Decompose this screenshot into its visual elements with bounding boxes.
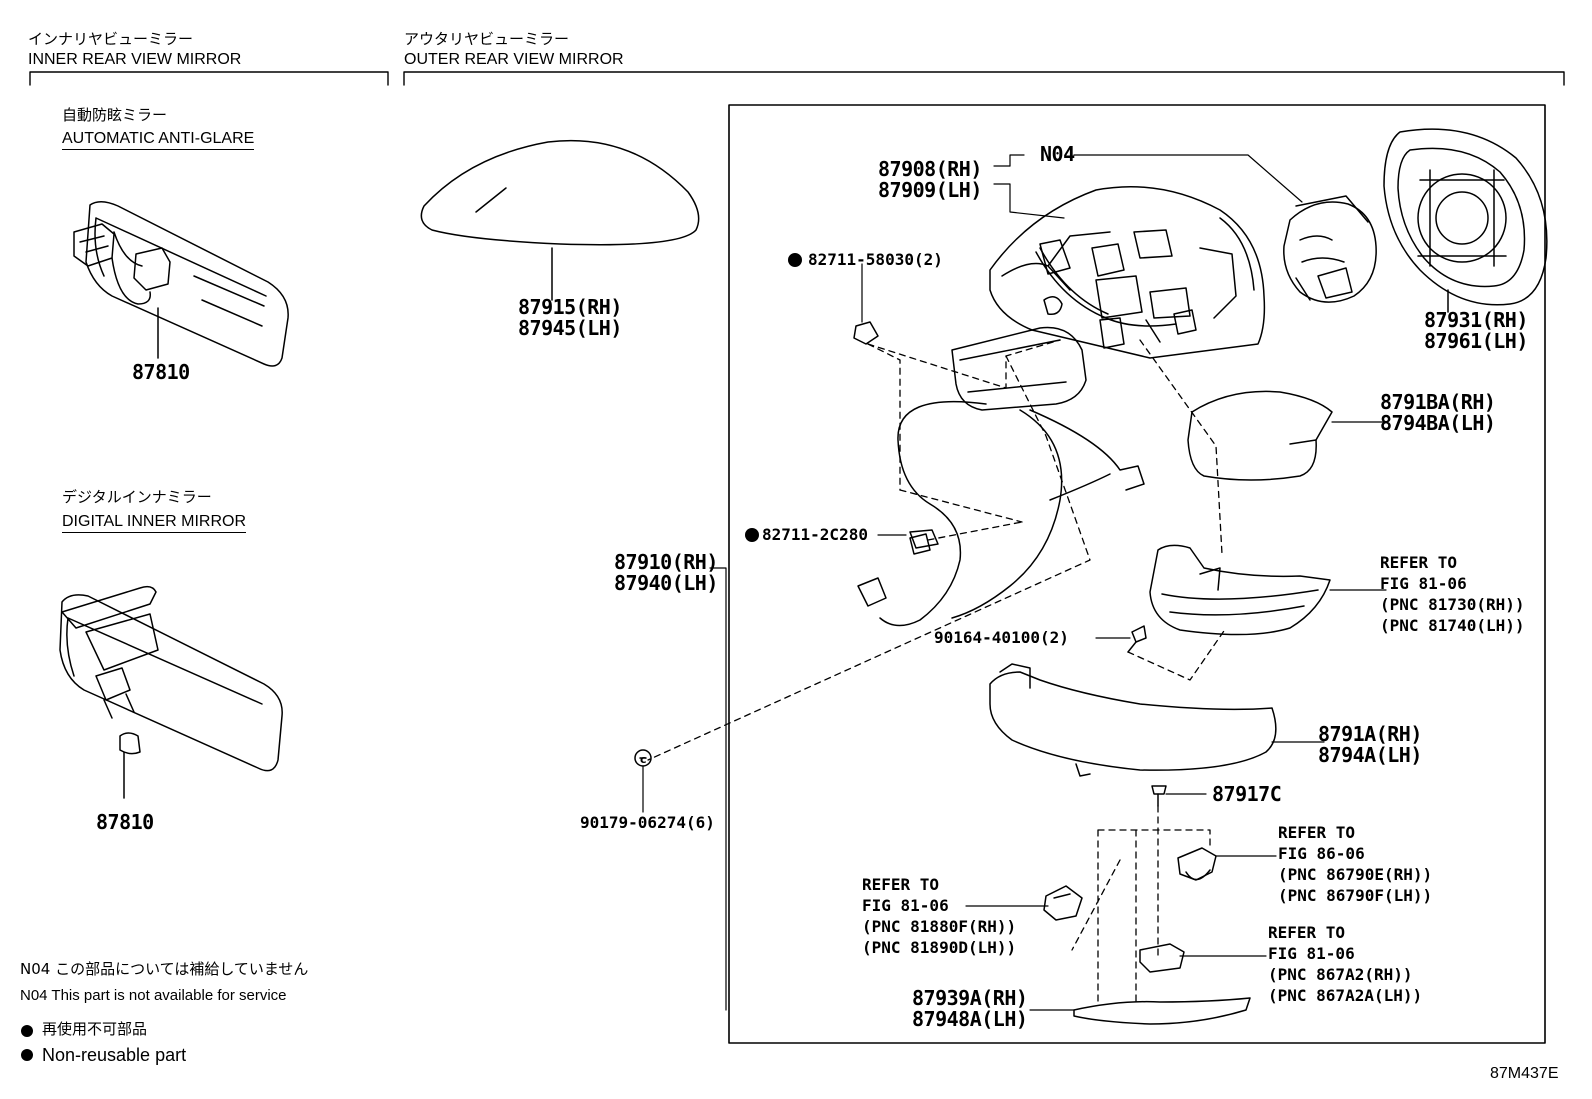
outer-section-title: OUTER REAR VIEW MIRROR	[404, 51, 624, 68]
refer-81730-block[interactable]: REFER TO FIG 81-06 (PNC 81730(RH)) (PNC …	[1380, 552, 1525, 636]
refer-81730-line1: REFER TO	[1380, 553, 1458, 572]
refer-81730-line4: (PNC 81740(LH))	[1380, 616, 1525, 635]
part-87915-rh[interactable]: 87915(RH)	[518, 295, 622, 319]
part-82711-58030[interactable]: 82711-58030(2)	[808, 250, 943, 269]
mirror-base-87910-illustration	[857, 326, 1145, 627]
part-8794ba-lh[interactable]: 8794BA(LH)	[1380, 411, 1496, 435]
auto-anti-glare-title-jp: 自動防眩ミラー	[62, 106, 168, 124]
part-87931-rh[interactable]: 87931(RH)	[1424, 308, 1528, 332]
part-87909-lh[interactable]: 87909(LH)	[878, 178, 982, 202]
refer-867a2-line4: (PNC 867A2A(LH))	[1268, 986, 1423, 1005]
outer-section-title-jp: アウタリヤビューミラー	[404, 30, 570, 48]
turn-signal-lamp-illustration	[1149, 544, 1331, 636]
part-87945-lh[interactable]: 87945(LH)	[518, 316, 622, 340]
part-8794a-lh[interactable]: 8794A(LH)	[1318, 743, 1422, 767]
non-reusable-markers	[21, 253, 802, 1061]
mirror-housing-87908-illustration	[989, 186, 1266, 359]
note-n04-en: N04 This part is not available for servi…	[20, 987, 287, 1004]
refer-86790-line3: (PNC 86790E(RH))	[1278, 865, 1433, 884]
refer-867a2-line2: FIG 81-06	[1268, 944, 1355, 963]
clip-82711-2c280-illustration	[909, 529, 939, 549]
lamp-81880-illustration	[1043, 885, 1083, 921]
auto-anti-glare-mirror-illustration	[73, 201, 289, 367]
leader-lines	[642, 154, 1387, 1011]
screw-87917c-illustration	[1151, 785, 1167, 807]
screw-90164-illustration	[1127, 625, 1147, 653]
refer-86790-block[interactable]: REFER TO FIG 86-06 (PNC 86790E(RH)) (PNC…	[1278, 822, 1432, 906]
part-8791a-rh[interactable]: 8791A(RH)	[1318, 722, 1422, 746]
refer-86790-line2: FIG 86-06	[1278, 844, 1365, 863]
part-87948a-lh[interactable]: 87948A(LH)	[912, 1007, 1028, 1031]
note-n04-jp: N04 この部品については補給していません	[20, 960, 309, 978]
mirror-actuator-illustration	[1283, 195, 1377, 303]
camera-86790-illustration	[1177, 847, 1217, 881]
refer-81730-line2: FIG 81-06	[1380, 574, 1467, 593]
sensor-867a2-illustration	[1139, 943, 1185, 973]
part-90179-06274[interactable]: 90179-06274(6)	[580, 813, 715, 832]
figure-code: 87M437E	[1490, 1065, 1559, 1082]
legend-nonreuse-jp: 再使用不可部品	[42, 1020, 148, 1038]
part-87917c[interactable]: 87917C	[1212, 782, 1282, 806]
refer-86790-line4: (PNC 86790F(LH))	[1278, 886, 1433, 905]
part-87961-lh[interactable]: 87961(LH)	[1424, 329, 1528, 353]
part-8791ba-rh[interactable]: 8791BA(RH)	[1380, 390, 1496, 414]
part-87910-rh[interactable]: 87910(RH)	[614, 550, 718, 574]
refer-81880-line3: (PNC 81880F(RH))	[862, 917, 1017, 936]
refer-81880-block[interactable]: REFER TO FIG 81-06 (PNC 81880F(RH)) (PNC…	[862, 874, 1016, 958]
section-brackets	[29, 71, 1565, 86]
refer-81730-line3: (PNC 81730(RH))	[1380, 595, 1525, 614]
dashed-assembly-lines	[647, 339, 1227, 1007]
refer-86790-line1: REFER TO	[1278, 823, 1356, 842]
refer-867a2-block[interactable]: REFER TO FIG 81-06 (PNC 867A2(RH)) (PNC …	[1268, 922, 1422, 1006]
lower-housing-8791a-illustration	[989, 663, 1277, 777]
lower-cover-8791ba-illustration	[1187, 390, 1333, 481]
refer-81880-line4: (PNC 81890D(LH))	[862, 938, 1017, 957]
digital-inner-mirror-illustration	[59, 585, 283, 799]
digital-inner-title: DIGITAL INNER MIRROR	[62, 514, 247, 533]
mirror-cover-87915-illustration	[420, 139, 700, 301]
refer-81880-line2: FIG 81-06	[862, 896, 949, 915]
digital-inner-title-jp: デジタルインナミラー	[62, 488, 212, 506]
refer-867a2-line1: REFER TO	[1268, 923, 1346, 942]
mirror-glass-87931-illustration	[1383, 128, 1548, 313]
inner-section-title: INNER REAR VIEW MIRROR	[28, 51, 242, 68]
refer-867a2-line3: (PNC 867A2(RH))	[1268, 965, 1413, 984]
part-82711-2c280[interactable]: 82711-2C280	[762, 525, 868, 544]
bottom-cover-87939a-illustration	[1073, 997, 1251, 1025]
svg-text:c: c	[640, 753, 647, 766]
part-87810-auto[interactable]: 87810	[132, 360, 190, 384]
part-87939a-rh[interactable]: 87939A(RH)	[912, 986, 1028, 1010]
outer-mirror-group-frame	[728, 104, 1546, 1044]
legend-nonreuse-en: Non-reusable part	[42, 1045, 187, 1065]
inner-section-title-jp: インナリヤビューミラー	[28, 30, 194, 48]
part-87940-lh[interactable]: 87940(LH)	[614, 571, 718, 595]
part-87810-digital[interactable]: 87810	[96, 810, 154, 834]
part-87908-rh[interactable]: 87908(RH)	[878, 157, 982, 181]
clip-82711-58030-illustration	[853, 321, 879, 345]
auto-anti-glare-title: AUTOMATIC ANTI-GLARE	[62, 131, 255, 150]
part-90164-40100[interactable]: 90164-40100(2)	[934, 628, 1069, 647]
note-n04-tag: N04	[1040, 142, 1075, 166]
refer-81880-line1: REFER TO	[862, 875, 940, 894]
